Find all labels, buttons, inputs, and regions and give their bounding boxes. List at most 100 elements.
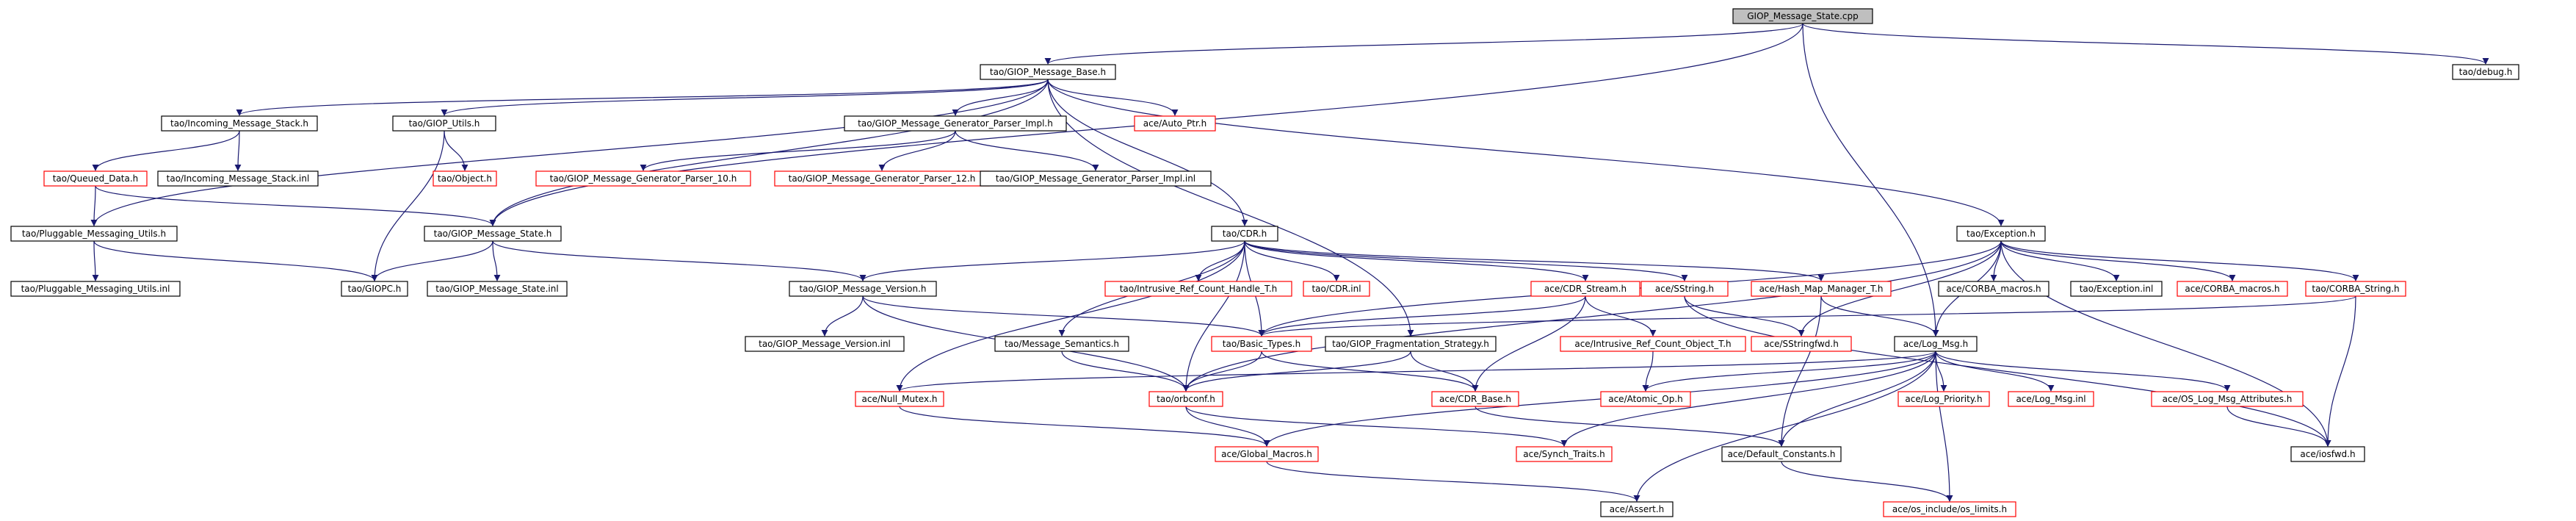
node-assert[interactable]: ace/Assert.h [1600,501,1674,517]
node-label-logmsginl: ace/Log_Msg.inl [2016,394,2085,404]
node-logmsg[interactable]: ace/Log_Msg.h [1894,336,1978,352]
node-iosfwd[interactable]: ace/iosfwd.h [2290,446,2365,462]
node-exc[interactable]: tao/Exception.h [1956,226,2046,242]
node-box-base [980,64,1116,80]
node-label-giopc: tao/GIOPC.h [348,284,402,294]
node-box-gp10 [535,170,751,187]
node-gpi[interactable]: tao/GIOP_Message_Generator_Parser_Impl.h [844,115,1067,132]
node-pmu[interactable]: tao/Pluggable_Messaging_Utils.h [10,226,178,242]
node-box-iosfwd [2290,446,2365,462]
edge-cdr-to-hmm [1244,240,1825,281]
node-label-logprio: ace/Log_Priority.h [1905,394,1982,404]
node-giopc[interactable]: tao/GIOPC.h [341,281,408,297]
node-base[interactable]: tao/GIOP_Message_Base.h [980,64,1116,80]
node-box-msem [994,336,1129,352]
node-hmm[interactable]: ace/Hash_Map_Manager_T.h [1751,281,1892,297]
node-defc[interactable]: ace/Default_Constants.h [1721,446,1842,462]
edge-base-to-cdr [1047,79,1248,226]
node-cdrbase[interactable]: ace/CDR_Base.h [1431,391,1519,407]
node-gmv[interactable]: tao/GIOP_Message_Version.h [789,281,937,297]
edge-iroc-to-atomic [1642,351,1654,392]
node-box-gfs [1325,336,1497,352]
node-label-gu: tao/GIOP_Utils.h [409,118,480,129]
node-gmsinl[interactable]: tao/GIOP_Message_State.inl [427,281,568,297]
node-label-iroc: ace/Intrusive_Ref_Count_Object_T.h [1574,339,1731,349]
node-gpiinl[interactable]: tao/GIOP_Message_Generator_Parser_Impl.i… [980,170,1212,187]
edge-base-to-gfs [1047,79,1414,337]
node-oslma[interactable]: ace/OS_Log_Msg_Attributes.h [2151,391,2304,407]
node-sfwd[interactable]: ace/SStringfwd.h [1751,336,1852,352]
node-debug[interactable]: tao/debug.h [2452,64,2519,80]
node-obj[interactable]: tao/Object.h [433,170,497,187]
node-gfs[interactable]: tao/GIOP_Fragmentation_Strategy.h [1325,336,1497,352]
edge-gpi-to-gp10 [640,130,956,171]
edge-logmsg-to-assert [1633,351,1936,502]
node-label-gmvinl: tao/GIOP_Message_Version.inl [759,339,891,349]
node-synch[interactable]: ace/Synch_Traits.h [1516,446,1613,462]
node-excinl[interactable]: tao/Exception.inl [2070,281,2163,297]
node-gu[interactable]: tao/GIOP_Utils.h [392,115,496,132]
edge-logmsg-to-synch [1560,351,1936,447]
edge-cdr-to-sstr [1244,240,1688,281]
node-nm[interactable]: ace/Null_Mutex.h [855,391,944,407]
node-logmsginl[interactable]: ace/Log_Msg.inl [2008,391,2094,407]
node-cdrinl[interactable]: tao/CDR.inl [1303,281,1370,297]
edge-cdr-to-irch [1195,240,1245,281]
node-label-defc: ace/Default_Constants.h [1728,449,1836,459]
node-box-cdrbase [1431,391,1519,407]
node-root[interactable]: GIOP_Message_State.cpp [1732,8,1873,24]
node-bt[interactable]: tao/Basic_Types.h [1211,336,1312,352]
node-imsinl[interactable]: tao/Incoming_Message_Stack.inl [157,170,319,187]
node-box-gms [424,226,562,242]
node-box-pmuinl [10,281,181,297]
edge-gpi-to-gpiinl [955,130,1099,171]
node-pmuinl[interactable]: tao/Pluggable_Messaging_Utils.inl [10,281,181,297]
edge-orbconf-to-synch [1185,406,1568,447]
node-label-hmm: ace/Hash_Map_Manager_T.h [1759,284,1884,294]
node-cdrs[interactable]: ace/CDR_Stream.h [1530,281,1640,297]
node-acecorbam[interactable]: ace/CORBA_macros.h [2177,281,2288,297]
node-label-debug: tao/debug.h [2459,67,2513,77]
node-orbconf[interactable]: tao/orbconf.h [1148,391,1223,407]
node-label-corbam: ace/CORBA_macros.h [1946,284,2041,294]
edge-orbconf-to-globm [1185,406,1270,447]
node-box-corbastr [2305,281,2406,297]
node-globm[interactable]: ace/Global_Macros.h [1215,446,1319,462]
node-label-cdrinl: tao/CDR.inl [1311,284,1361,294]
node-gmvinl[interactable]: tao/GIOP_Message_Version.inl [745,336,905,352]
node-label-orbconf: tao/orbconf.h [1157,394,1215,404]
node-gms[interactable]: tao/GIOP_Message_State.h [424,226,562,242]
edge-hmm-to-defc [1778,295,1822,447]
node-gp10[interactable]: tao/GIOP_Message_Generator_Parser_10.h [535,170,751,187]
node-box-bt [1211,336,1312,352]
edge-gfs-to-orbconf [1182,351,1411,392]
node-box-iroc [1560,336,1746,352]
node-label-atomic: ace/Atomic_Op.h [1608,394,1683,404]
node-gp12[interactable]: tao/GIOP_Message_Generator_Parser_12.h [774,170,990,187]
node-logprio[interactable]: ace/Log_Priority.h [1897,391,1990,407]
node-iroc[interactable]: ace/Intrusive_Ref_Count_Object_T.h [1560,336,1746,352]
node-label-cdrbase: ace/CDR_Base.h [1439,394,1511,404]
edge-gms-to-gmsinl [492,240,501,281]
node-box-cdr [1211,226,1278,242]
node-sstr[interactable]: ace/SString.h [1640,281,1729,297]
edge-logmsg-to-oslimits [1935,351,1953,502]
node-qd[interactable]: tao/Queued_Data.h [43,170,148,187]
node-corbam[interactable]: ace/CORBA_macros.h [1938,281,2049,297]
node-corbastr[interactable]: tao/CORBA_String.h [2305,281,2406,297]
node-box-pmu [10,226,178,242]
node-irch[interactable]: tao/Intrusive_Ref_Count_Handle_T.h [1104,281,1292,297]
node-box-gmv [789,281,937,297]
node-oslimits[interactable]: ace/os_include/os_limits.h [1883,501,2016,517]
node-label-imsinl: tao/Incoming_Message_Stack.inl [167,173,310,184]
node-msem[interactable]: tao/Message_Semantics.h [994,336,1129,352]
node-autoptr[interactable]: ace/Auto_Ptr.h [1134,115,1216,132]
node-atomic[interactable]: ace/Atomic_Op.h [1600,391,1691,407]
node-ims[interactable]: tao/Incoming_Message_Stack.h [161,115,318,132]
node-label-bt: tao/Basic_Types.h [1223,339,1300,349]
node-cdr[interactable]: tao/CDR.h [1211,226,1278,242]
node-box-gu [392,115,496,132]
edge-base-to-autoptr [1047,79,1179,116]
edge-exc-to-acecorbam [2000,240,2236,281]
edge-cdr-to-nm [896,240,1245,392]
